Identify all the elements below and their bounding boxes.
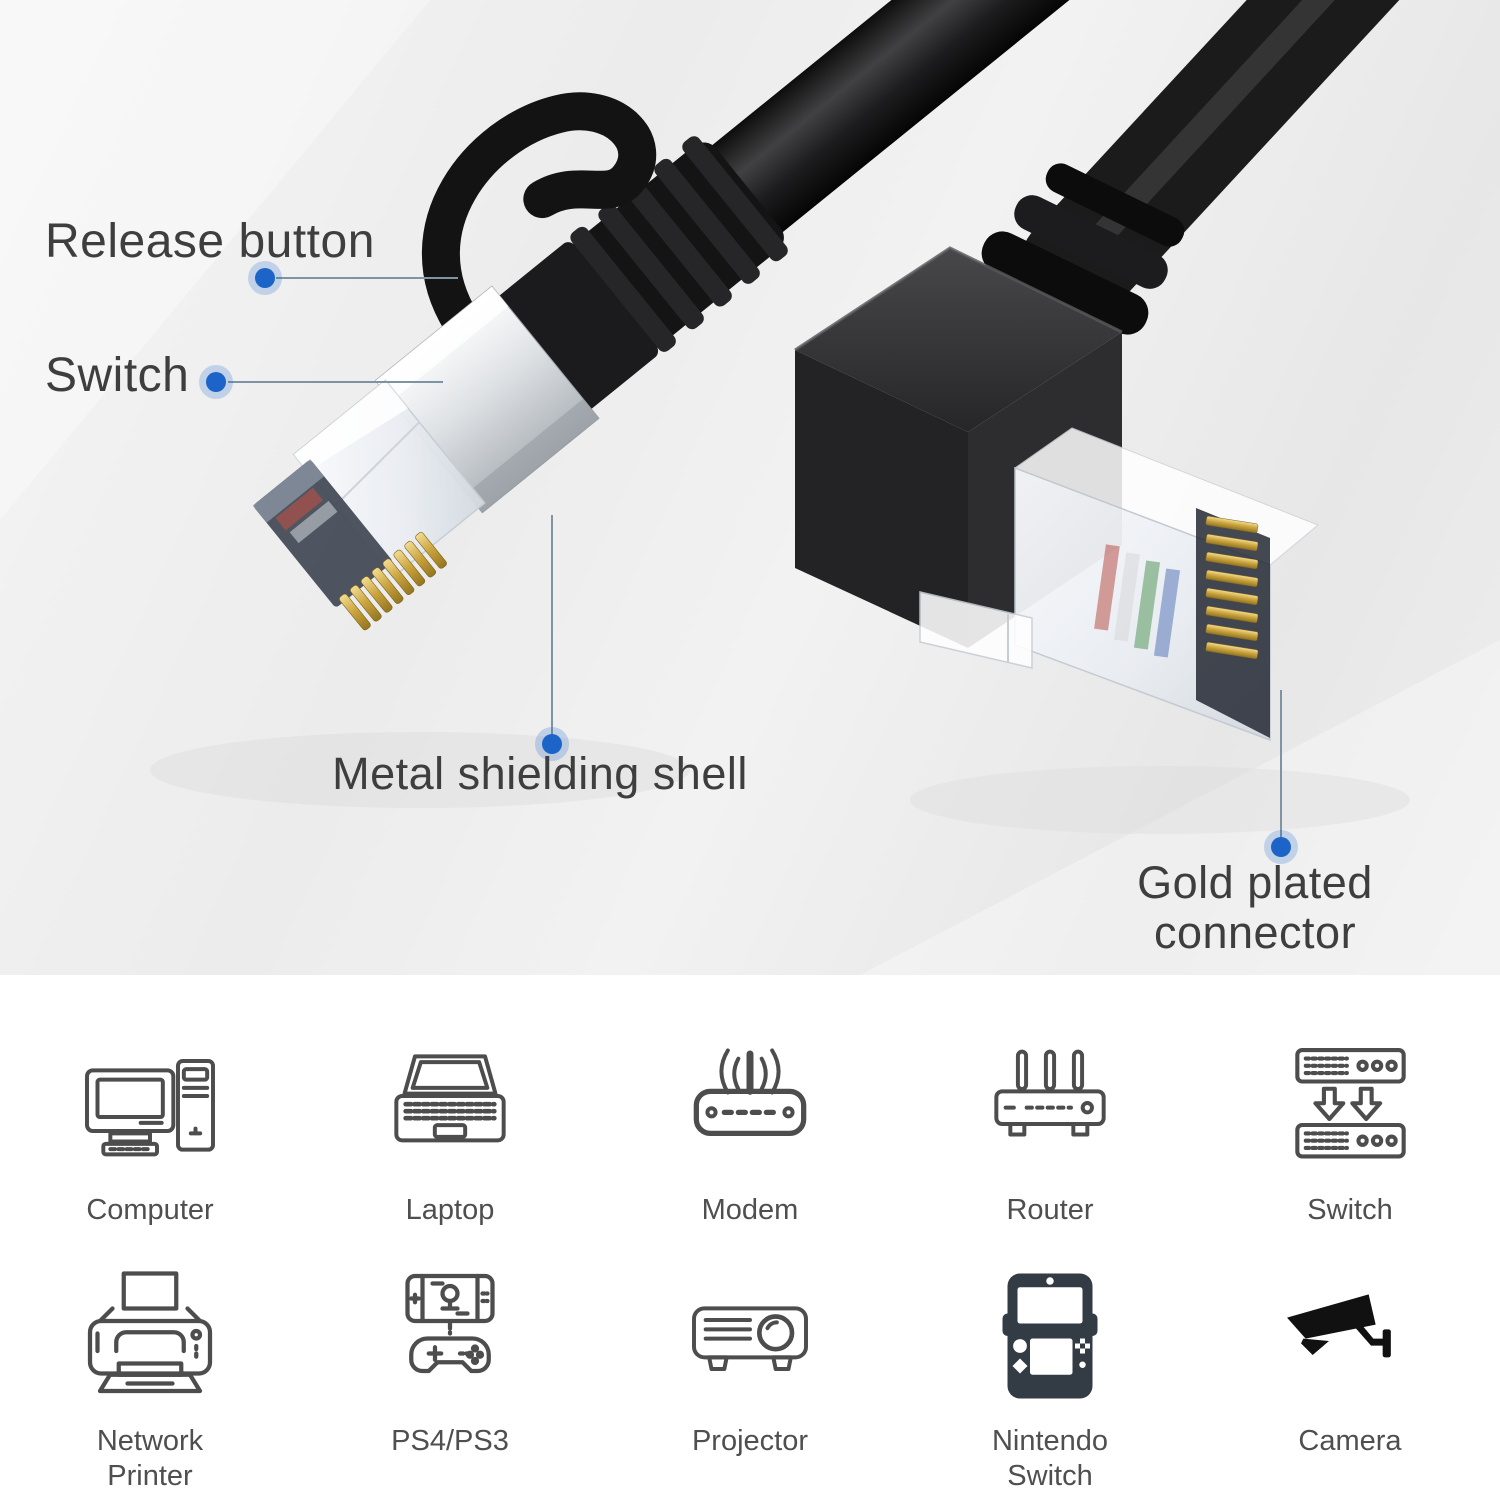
device-label: Nintendo Switch	[991, 1425, 1109, 1492]
device-router: Router	[900, 1035, 1200, 1234]
housing-facet	[293, 380, 408, 472]
callout-gold-plated-connector: Gold plated connector	[1137, 857, 1373, 958]
compatible-devices-grid: Computer Laptop	[0, 975, 1500, 1500]
wire-hints	[1094, 544, 1181, 658]
callout-switch: Switch	[45, 349, 190, 402]
wire-hint-silver	[289, 500, 338, 544]
background-streak	[860, 640, 1500, 975]
device-label: Network Printer	[96, 1425, 204, 1492]
device-label: Camera	[1298, 1425, 1402, 1458]
elbow-top-face	[795, 248, 1122, 432]
callout-release-button: Release button	[45, 215, 375, 268]
security-camera-icon	[1200, 1266, 1500, 1416]
plug-latch	[919, 591, 1033, 669]
modem-icon	[600, 1035, 900, 1185]
device-label: Laptop	[405, 1194, 495, 1226]
collar-rings	[981, 163, 1185, 335]
product-photo-section: Release button Switch Metal shielding sh…	[0, 0, 1500, 975]
callout-metal-shielding-shell: Metal shielding shell	[332, 748, 748, 799]
device-ps4-ps3: PS4/PS3	[300, 1266, 600, 1500]
nintendo-switch-icon	[900, 1266, 1200, 1416]
network-switch-icon	[1200, 1035, 1500, 1185]
left-cable	[695, 0, 1326, 247]
elbow-front-face	[795, 350, 968, 648]
callout-dots	[199, 261, 1298, 864]
device-label: Computer	[86, 1194, 214, 1226]
gold-contact-pins	[339, 532, 447, 631]
network-printer-icon	[0, 1266, 300, 1416]
gold-plated-pins	[1205, 516, 1259, 659]
housing-seam	[334, 421, 421, 507]
device-laptop: Laptop	[300, 1035, 600, 1234]
device-modem: Modem	[600, 1035, 900, 1234]
callout-lines	[228, 277, 1282, 840]
laptop-icon	[300, 1035, 600, 1185]
device-label: PS4/PS3	[391, 1425, 509, 1458]
soft-shadow	[910, 766, 1410, 834]
router-icon	[900, 1035, 1200, 1185]
device-camera: Camera	[1200, 1266, 1500, 1500]
projector-icon	[600, 1266, 900, 1416]
device-computer: Computer	[0, 1035, 300, 1234]
device-switch: Switch	[1200, 1035, 1500, 1234]
wire-hint-red	[275, 487, 323, 531]
shell-highlight	[375, 286, 509, 401]
device-projector: Projector	[600, 1266, 900, 1500]
right-angle-rj45-connector	[794, 0, 1400, 742]
device-label: Switch	[1307, 1194, 1393, 1226]
tip-highlight	[252, 459, 325, 523]
boot-ribs	[570, 136, 788, 352]
device-label: Router	[1006, 1194, 1094, 1226]
background-streak	[0, 0, 430, 520]
device-label: Projector	[691, 1425, 809, 1458]
straight-rj45-connector	[252, 0, 1326, 631]
elbow-edge-highlight	[794, 246, 1123, 352]
cable-connectors-illustration	[0, 0, 1500, 975]
release-clip	[422, 92, 657, 341]
plug-body	[490, 242, 659, 416]
device-label: Modem	[701, 1194, 799, 1226]
shell-shade	[466, 398, 599, 513]
computer-icon	[0, 1035, 300, 1185]
device-network-printer: Network Printer	[0, 1266, 300, 1500]
device-nintendo-switch: Nintendo Switch	[900, 1266, 1200, 1500]
ps4-ps3-icon	[300, 1266, 600, 1416]
